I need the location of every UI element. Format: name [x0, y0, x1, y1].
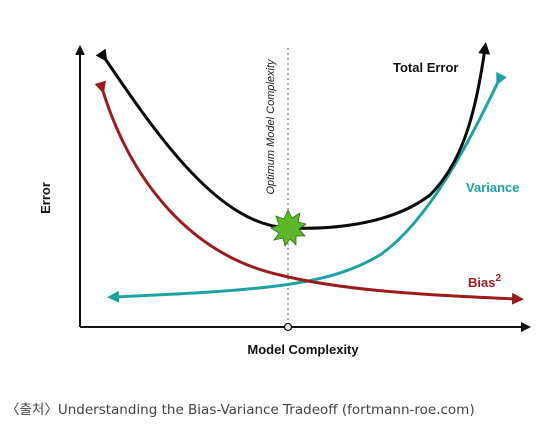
source-caption: 〈출처〉Understanding the Bias-Variance Trad… [6, 402, 475, 418]
variance-curve [107, 71, 508, 303]
bias-label-superscript: 2 [495, 273, 501, 284]
x-axis-label: Model Complexity [247, 342, 359, 357]
bias-label-text: Bias [468, 275, 495, 290]
total-error-label: Total Error [393, 60, 459, 75]
total-error-curve [95, 42, 491, 230]
optimum-star-marker [270, 209, 307, 247]
optimum-label: Optimum Model Complexity [265, 58, 277, 195]
variance-label: Variance [466, 180, 520, 195]
y-axis-label: Error [38, 182, 53, 214]
bias-label: Bias2 [468, 273, 501, 290]
optimum-axis-tick [283, 322, 293, 332]
bias-curve [94, 80, 524, 305]
